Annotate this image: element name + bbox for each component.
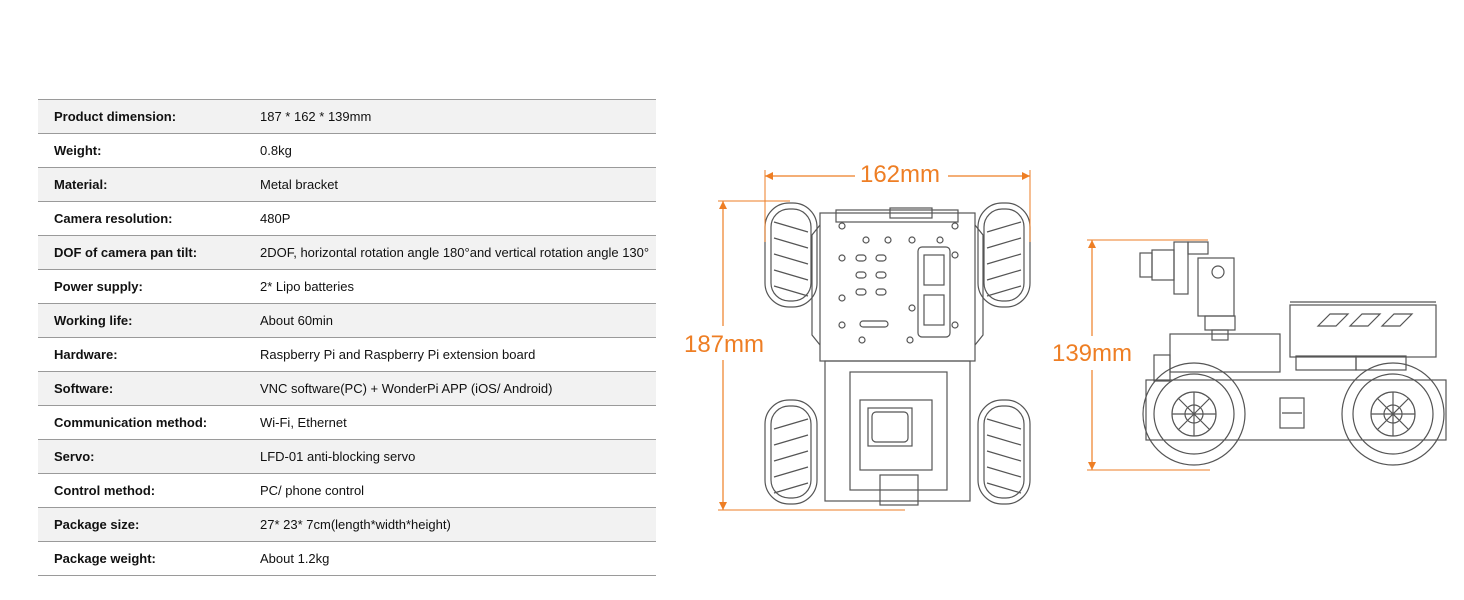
mount-holes [838,222,959,344]
pan-tilt-bracket [1197,257,1236,341]
spec-value: 2* Lipo batteries [259,269,656,304]
spec-label: Hardware: [38,337,259,372]
spec-value: Metal bracket [259,167,656,202]
top-view-drawing [764,202,1031,506]
spec-value: 2DOF, horizontal rotation angle 180°and … [259,235,656,270]
spec-label: Software: [38,371,259,406]
wheel-rear-left [764,399,818,505]
spec-row: Material:Metal bracket [38,167,656,202]
top-chassis-plate [819,212,976,362]
width-dimension-label: 162mm [860,161,940,188]
spec-value: 480P [259,201,656,236]
spec-row: Control method:PC/ phone control [38,473,656,508]
spec-label: Package size: [38,507,259,542]
spec-label: Communication method: [38,405,259,440]
wheel-front-left [764,202,818,308]
spec-value: About 60min [259,303,656,338]
spec-value: 0.8kg [259,133,656,168]
spec-label: Product dimension: [38,99,259,134]
spec-value: Wi-Fi, Ethernet [259,405,656,440]
spec-row: Package size:27* 23* 7cm(length*width*he… [38,507,656,542]
spec-row: Communication method:Wi-Fi, Ethernet [38,405,656,440]
spec-row: DOF of camera pan tilt:2DOF, horizontal … [38,235,656,270]
dim-height-139: 139mm [1052,239,1210,471]
spec-value: Raspberry Pi and Raspberry Pi extension … [259,337,656,372]
spec-label: Camera resolution: [38,201,259,236]
spec-row: Package weight:About 1.2kg [38,541,656,576]
height-dimension-label: 139mm [1052,340,1132,367]
spec-row: Servo:LFD-01 anti-blocking servo [38,439,656,474]
side-view-drawing [1139,241,1447,466]
side-wheel-rear [1341,362,1445,466]
spec-row: Working life:About 60min [38,303,656,338]
spec-value: PC/ phone control [259,473,656,508]
spec-row: Hardware:Raspberry Pi and Raspberry Pi e… [38,337,656,372]
spec-row: Power supply:2* Lipo batteries [38,269,656,304]
dim-length-187: 187mm [684,200,905,511]
spec-label: Servo: [38,439,259,474]
spec-label: DOF of camera pan tilt: [38,235,259,270]
spec-value: 27* 23* 7cm(length*width*height) [259,507,656,542]
spec-value: About 1.2kg [259,541,656,576]
wheel-rear-right [977,399,1031,505]
wheel-front-right [977,202,1031,308]
lower-chassis [824,360,971,502]
camera-module [1139,241,1209,295]
upper-deck [1289,304,1437,358]
controller-board [917,246,951,338]
spec-value: LFD-01 anti-blocking servo [259,439,656,474]
length-dimension-label: 187mm [684,331,764,358]
spec-row: Product dimension:187 * 162 * 139mm [38,99,656,134]
side-chassis [1145,379,1447,441]
spec-value: VNC software(PC) + WonderPi APP (iOS/ An… [259,371,656,406]
spec-label: Power supply: [38,269,259,304]
spec-label: Package weight: [38,541,259,576]
dim-width-162: 162mm [764,161,1031,242]
spec-label: Weight: [38,133,259,168]
battery-box [1169,333,1281,373]
spec-label: Working life: [38,303,259,338]
spec-row: Camera resolution:480P [38,201,656,236]
spec-row: Weight:0.8kg [38,133,656,168]
side-wheel-front [1142,362,1246,466]
spec-row: Software:VNC software(PC) + WonderPi APP… [38,371,656,406]
spec-label: Material: [38,167,259,202]
spec-label: Control method: [38,473,259,508]
spec-value: 187 * 162 * 139mm [259,99,656,134]
